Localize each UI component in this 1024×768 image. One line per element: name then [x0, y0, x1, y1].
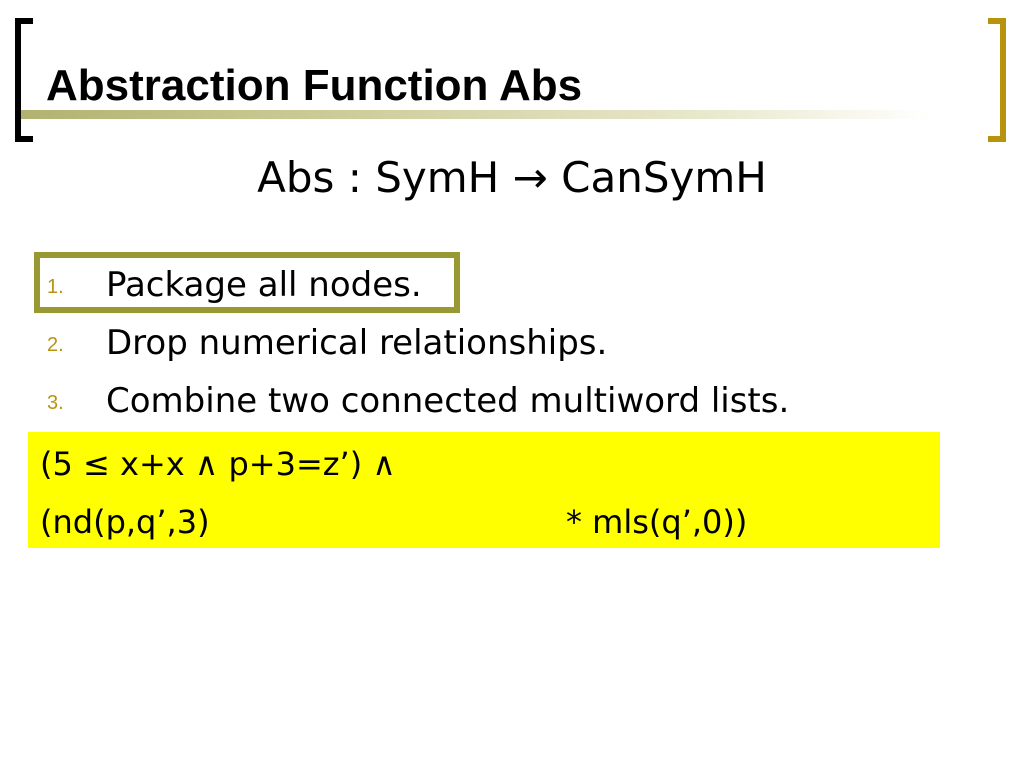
list-number: 3.	[47, 392, 64, 414]
list-item: 3. Combine two connected multiword lists…	[0, 376, 960, 424]
slide-subtitle: Abs : SymH → CanSymH	[257, 153, 767, 202]
list-text: Combine two connected multiword lists.	[106, 381, 790, 421]
list-item: 2. Drop numerical relationships.	[0, 318, 960, 366]
list-item: 1. Package all nodes.	[0, 260, 960, 308]
list-text: Drop numerical relationships.	[106, 323, 608, 363]
formula-line-2-right: * mls(q’,0))	[566, 503, 748, 541]
list-number: 1.	[47, 276, 64, 298]
formula-line-1: (5 ≤ x+x ∧ p+3=z’) ∧	[40, 445, 396, 483]
slide-title: Abstraction Function Abs	[46, 61, 583, 110]
right-bracket-decoration	[988, 18, 1006, 142]
title-underline	[21, 110, 931, 119]
left-bracket-decoration	[15, 18, 33, 142]
formula-box: (5 ≤ x+x ∧ p+3=z’) ∧ (nd(p,q’,3) * mls(q…	[28, 432, 940, 548]
list-number: 2.	[47, 334, 64, 356]
highlight-box	[34, 252, 460, 313]
formula-line-2-left: (nd(p,q’,3)	[40, 503, 210, 541]
list-text: Package all nodes.	[106, 265, 422, 305]
